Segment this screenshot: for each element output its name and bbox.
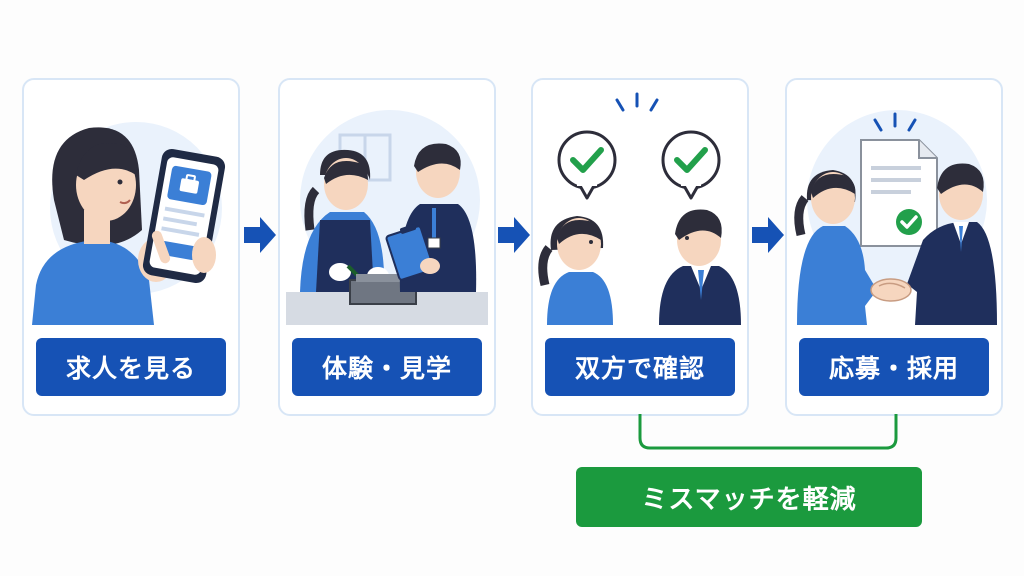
handshake-icon [870, 278, 912, 302]
result-badge: ミスマッチを軽減 [576, 467, 922, 527]
step-card-experience-visit: 体験・見学 [278, 78, 496, 416]
check-bubble-icon [557, 130, 617, 200]
step-card-mutual-confirm: 双方で確認 [531, 78, 749, 416]
check-bubble-icon [661, 130, 721, 200]
step-card-apply-hire: 応募・採用 [785, 78, 1003, 416]
workplace-experience-illustration [286, 110, 488, 325]
step-label: 応募・採用 [799, 338, 989, 396]
arrow-right-icon [244, 217, 276, 253]
arrow-right-icon [498, 217, 530, 253]
step-label: 体験・見学 [292, 338, 482, 396]
person-viewing-phone-illustration [32, 122, 226, 325]
bracket-connector [638, 414, 898, 450]
arrow-right-icon [752, 217, 784, 253]
step-label: 求人を見る [36, 338, 226, 396]
step-card-view-job: 求人を見る [22, 78, 240, 416]
briefcase-icon [179, 178, 199, 194]
document-icon [860, 139, 938, 247]
step-label: 双方で確認 [545, 338, 735, 396]
handshake-hiring-illustration [794, 110, 997, 325]
mutual-confirmation-illustration [538, 92, 741, 325]
